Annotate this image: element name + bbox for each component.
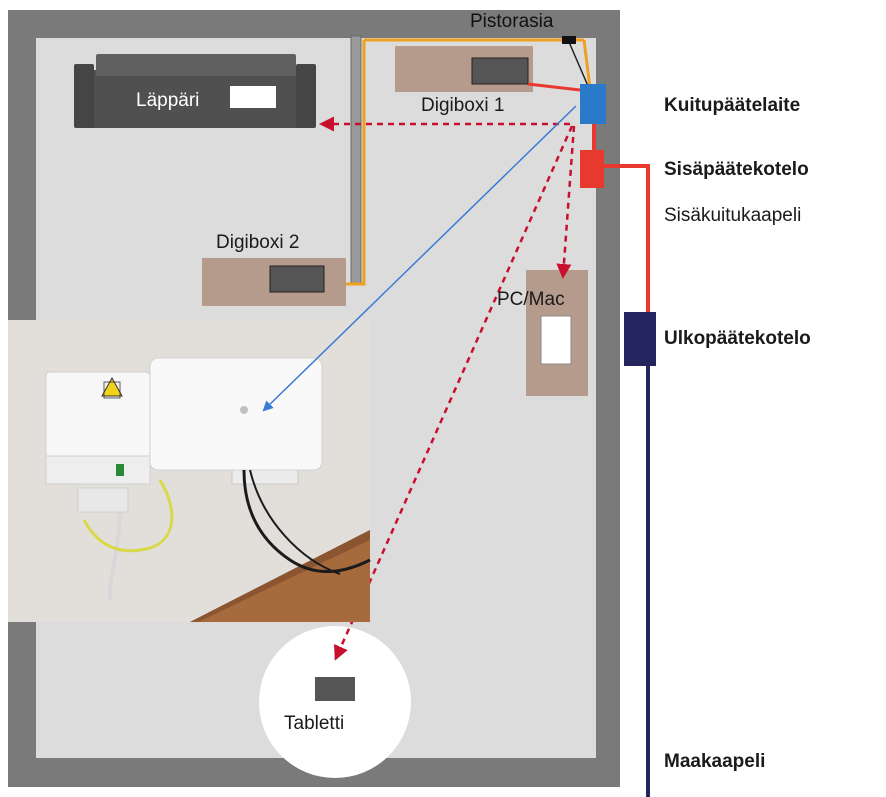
indoor-cable-label: Sisäkuitukaapeli — [664, 205, 802, 226]
laptop-icon — [230, 86, 276, 108]
tablet-icon — [315, 677, 355, 701]
digiboxi1-label: Digiboxi 1 — [421, 95, 505, 116]
fiber-terminal-icon — [580, 84, 606, 124]
digiboxi2-box — [269, 265, 325, 293]
digiboxi1-cable — [527, 82, 581, 92]
pc-icon — [540, 315, 572, 365]
tablet-circle — [259, 626, 411, 778]
interior-wall — [350, 35, 362, 285]
socket-wire — [568, 41, 589, 87]
pc-label: PC/Mac — [497, 289, 565, 310]
indoor-enclosure-icon — [580, 150, 604, 188]
wifi-arrow-pc — [556, 125, 576, 279]
socket-plug — [562, 36, 576, 44]
outdoor-enclosure-icon — [624, 312, 656, 366]
laptop-label: Läppäri — [136, 90, 200, 111]
power-cable-digiboxi2 — [346, 40, 366, 286]
device-photo — [8, 320, 371, 622]
sofa — [74, 54, 316, 128]
power-cable-terminal — [582, 39, 592, 89]
ground-cable-label: Maakaapeli — [664, 751, 766, 772]
indoor-fiber-cable — [604, 164, 650, 314]
fiber-terminal-label: Kuitupäätelaite — [664, 95, 801, 116]
digiboxi1-box — [471, 57, 529, 85]
terminal-pointer-line — [262, 105, 577, 412]
indoor-enclosure-label: Sisäpäätekotelo — [664, 159, 809, 180]
digiboxi2-label: Digiboxi 2 — [216, 232, 300, 253]
wifi-arrow-tablet — [334, 125, 574, 661]
socket-label: Pistorasia — [470, 11, 554, 32]
tablet-label: Tabletti — [284, 713, 345, 734]
outdoor-enclosure-label: Ulkopäätekotelo — [664, 328, 811, 349]
